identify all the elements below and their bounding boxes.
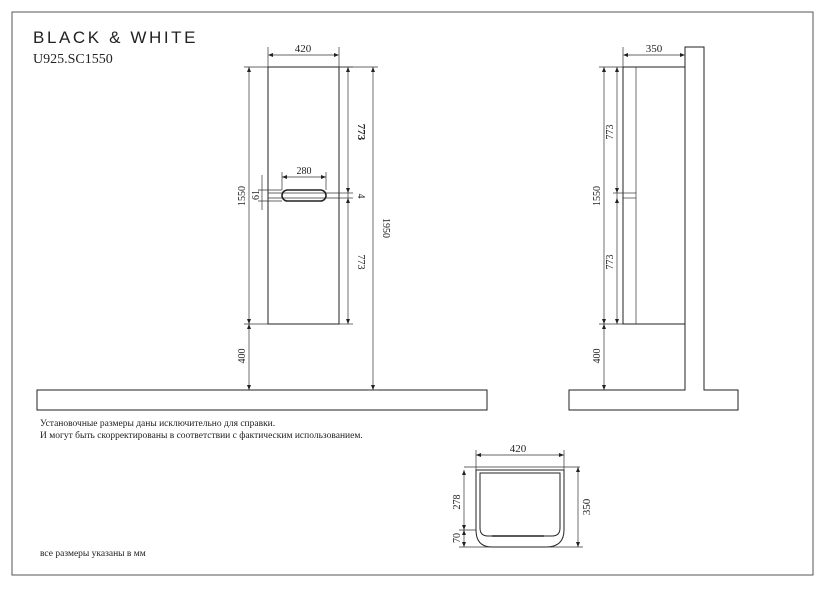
front-width-label: 420 bbox=[295, 43, 312, 55]
front-top-door-label: 773 bbox=[355, 124, 367, 141]
handle-width-label: 280 bbox=[297, 166, 312, 177]
side-floor-offset-label: 400 bbox=[592, 349, 603, 364]
brand-logo: BLACK & WHITE bbox=[33, 28, 198, 47]
top-width-label: 420 bbox=[510, 443, 527, 455]
top-view: 420 278 70 350 bbox=[452, 443, 593, 548]
front-total-label: 1950 bbox=[380, 218, 391, 238]
side-top-door-label: 773 bbox=[605, 125, 616, 140]
front-floor-slab bbox=[36, 389, 488, 411]
side-height-label: 1550 bbox=[592, 186, 603, 206]
side-bottom-door-label: 773 bbox=[605, 255, 616, 270]
front-view: 420 280 61 1550 400 773 4 773 bbox=[36, 43, 488, 411]
front-cabinet bbox=[267, 66, 340, 325]
top-body-depth-label: 278 bbox=[452, 495, 463, 510]
side-cabinet bbox=[622, 66, 686, 325]
side-depth-label: 350 bbox=[646, 43, 663, 55]
note-line-2: И могут быть скорректированы в соответст… bbox=[40, 430, 363, 441]
units-note: все размеры указаны в мм bbox=[40, 549, 146, 559]
top-cabinet-inner bbox=[479, 472, 561, 537]
front-floor-offset-label: 400 bbox=[237, 349, 248, 364]
top-handle-depth-label: 70 bbox=[452, 533, 463, 543]
model-code: U925.SC1550 bbox=[33, 52, 113, 67]
handle-height-label: 61 bbox=[251, 190, 262, 200]
side-view: 350 1550 400 773 773 bbox=[568, 43, 739, 411]
front-height-label: 1550 bbox=[237, 186, 248, 206]
front-bottom-door-label: 773 bbox=[355, 255, 366, 270]
top-total-depth-label: 350 bbox=[581, 498, 593, 515]
sheet-border bbox=[11, 11, 814, 576]
front-handle bbox=[281, 189, 327, 202]
note-line-1: Установочные размеры даны исключительно … bbox=[40, 419, 275, 429]
front-gap-label: 4 bbox=[355, 194, 366, 199]
